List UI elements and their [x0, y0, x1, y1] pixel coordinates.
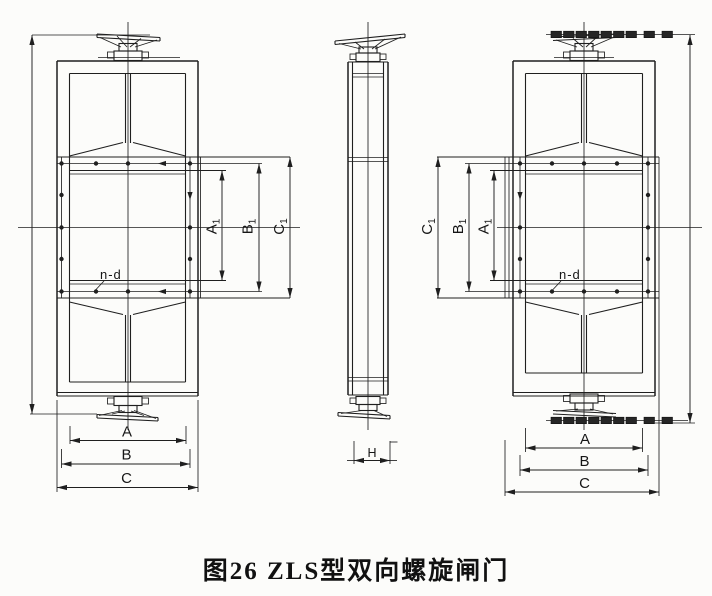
bolt-holes-right-view	[517, 161, 651, 294]
front-view-right: A1 B1 C1 n-d A B C	[419, 22, 702, 496]
dim-label-a1-left: A1	[204, 218, 223, 234]
bolt-callout-right: n-d	[559, 267, 581, 282]
handwheel-top-middle	[334, 33, 406, 63]
dim-label-b-left: B	[121, 447, 131, 464]
dim-label-b1-left: B1	[240, 218, 259, 234]
chainwheel-bottom-right	[546, 393, 688, 425]
chain-top	[550, 30, 673, 39]
dim-label-b1-right: B1	[450, 218, 469, 234]
dim-label-b-right: B	[579, 453, 589, 470]
handwheel-top-left	[96, 33, 161, 62]
dim-label-a-right: A	[580, 431, 590, 448]
dim-label-a-left: A	[122, 424, 132, 441]
figure-caption: 图26 ZLS型双向螺旋闸门	[202, 558, 510, 585]
dim-label-c-left: C	[121, 470, 132, 487]
chainwheel-top-right	[546, 30, 695, 62]
dim-label-c1-left: C1	[271, 218, 290, 235]
dim-label-h: H	[367, 446, 376, 460]
side-view-middle: H	[334, 22, 406, 464]
bolt-holes-left-view	[59, 160, 193, 295]
front-view-left: A1 B1 C1 n-d A B C	[18, 22, 300, 492]
handwheel-bottom-left	[96, 395, 159, 422]
dim-label-c1-right: C1	[419, 218, 438, 235]
bolt-callout-left: n-d	[100, 267, 122, 282]
handwheel-bottom-middle	[337, 395, 391, 420]
dim-label-c-right: C	[579, 475, 590, 492]
dim-label-a1-right: A1	[476, 218, 495, 234]
chain-bottom	[550, 416, 673, 425]
